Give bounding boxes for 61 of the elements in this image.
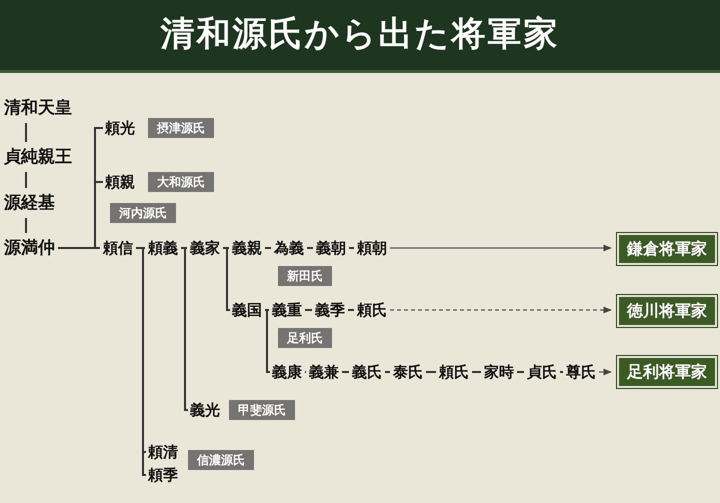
person-name: 尊氏: [566, 362, 596, 382]
person-name: 義季: [315, 300, 345, 320]
person-name: 頼朝: [357, 238, 387, 258]
person-name: 清和天皇: [4, 97, 72, 119]
clan-label: 新田氏: [278, 266, 332, 286]
connector-line: [25, 123, 27, 142]
connector-line: [265, 309, 269, 311]
person-name: 義家: [190, 238, 220, 258]
person-name: 頼親: [105, 172, 135, 192]
connector-line: [426, 371, 436, 373]
arrow: [390, 244, 612, 252]
connector-line: [25, 172, 27, 188]
connector-line: [181, 247, 188, 411]
clan-label: 足利氏: [278, 328, 332, 348]
connector-line: [305, 371, 306, 373]
clan-label: 大和源氏: [148, 172, 214, 192]
person-name: 頼氏: [357, 300, 387, 320]
connector-line: [349, 247, 354, 249]
connector-line: [25, 218, 27, 233]
connector-line: [348, 309, 354, 311]
person-name: 頼信: [103, 238, 133, 258]
shogun-house-box: 徳川将軍家: [617, 295, 717, 327]
person-name: 源経基: [4, 192, 55, 214]
connector-line: [223, 247, 230, 311]
title: 清和源氏から出た将軍家: [159, 13, 560, 56]
person-name: 義康: [272, 362, 302, 382]
person-name: 義国: [232, 300, 262, 320]
shogun-house-box: 足利将軍家: [617, 356, 717, 388]
arrow: [390, 306, 612, 314]
person-name: 頼季: [148, 465, 178, 485]
connector-line: [307, 247, 313, 249]
clan-label: 摂津源氏: [148, 118, 214, 138]
person-name: 貞純親王: [4, 146, 72, 168]
clan-label: 甲斐源氏: [229, 400, 295, 420]
person-name: 為義: [274, 238, 304, 258]
person-name: 義光: [190, 400, 220, 420]
person-name: 源満仲: [4, 237, 55, 259]
connector-line: [472, 371, 481, 373]
connector-line: [560, 371, 563, 373]
connector-line: [517, 371, 524, 373]
connector-line: [265, 247, 271, 249]
connector-line: [265, 309, 270, 373]
person-name: 頼光: [105, 118, 135, 138]
person-name: 泰氏: [393, 362, 423, 382]
person-name: 義朝: [316, 238, 346, 258]
person-name: 貞氏: [527, 362, 557, 382]
person-name: 義親: [232, 238, 262, 258]
connector-line: [385, 371, 390, 373]
person-name: 家時: [484, 362, 514, 382]
person-name: 頼義: [148, 238, 178, 258]
clan-label: 河内源氏: [110, 203, 176, 223]
person-name: 義重: [272, 300, 302, 320]
connector-line: [342, 371, 349, 373]
person-name: 義兼: [309, 362, 339, 382]
person-name: 頼清: [148, 442, 178, 462]
connector-line: [305, 309, 312, 311]
clan-label: 信濃源氏: [188, 450, 254, 470]
shogun-house-box: 鎌倉将軍家: [617, 233, 717, 265]
person-name: 頼氏: [439, 362, 469, 382]
person-name: 義氏: [352, 362, 382, 382]
arrow: [599, 368, 612, 376]
